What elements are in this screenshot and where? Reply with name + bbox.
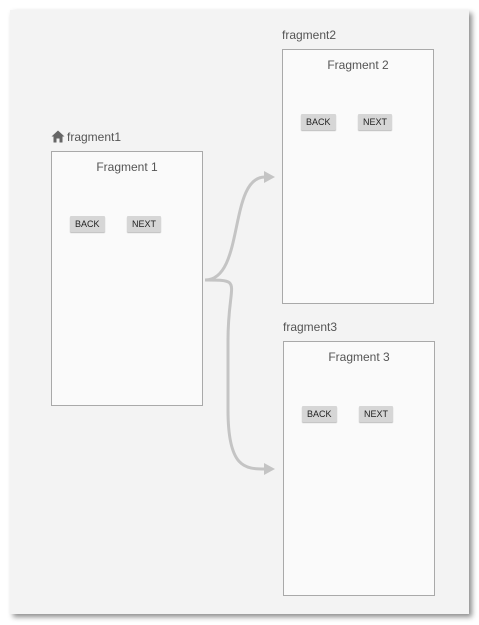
next-button[interactable]: NEXT bbox=[359, 406, 394, 422]
back-button[interactable]: BACK bbox=[302, 406, 337, 422]
destination-fragment3[interactable]: Fragment 3 BACK NEXT bbox=[283, 341, 435, 596]
fragment-title: Fragment 1 bbox=[96, 160, 158, 174]
fragment-title: Fragment 3 bbox=[328, 350, 390, 364]
destination-fragment2[interactable]: Fragment 2 BACK NEXT bbox=[282, 49, 434, 304]
home-icon bbox=[51, 130, 65, 143]
back-button[interactable]: BACK bbox=[301, 114, 336, 130]
next-button[interactable]: NEXT bbox=[358, 114, 393, 130]
destination-label-fragment2: fragment2 bbox=[282, 28, 337, 42]
fragment-title: Fragment 2 bbox=[327, 58, 389, 72]
destination-label-fragment1: fragment1 bbox=[67, 130, 122, 144]
back-button[interactable]: BACK bbox=[70, 216, 105, 232]
destination-fragment1[interactable]: Fragment 1 BACK NEXT bbox=[51, 151, 203, 406]
next-button[interactable]: NEXT bbox=[127, 216, 162, 232]
destination-label-fragment3: fragment3 bbox=[283, 320, 338, 334]
